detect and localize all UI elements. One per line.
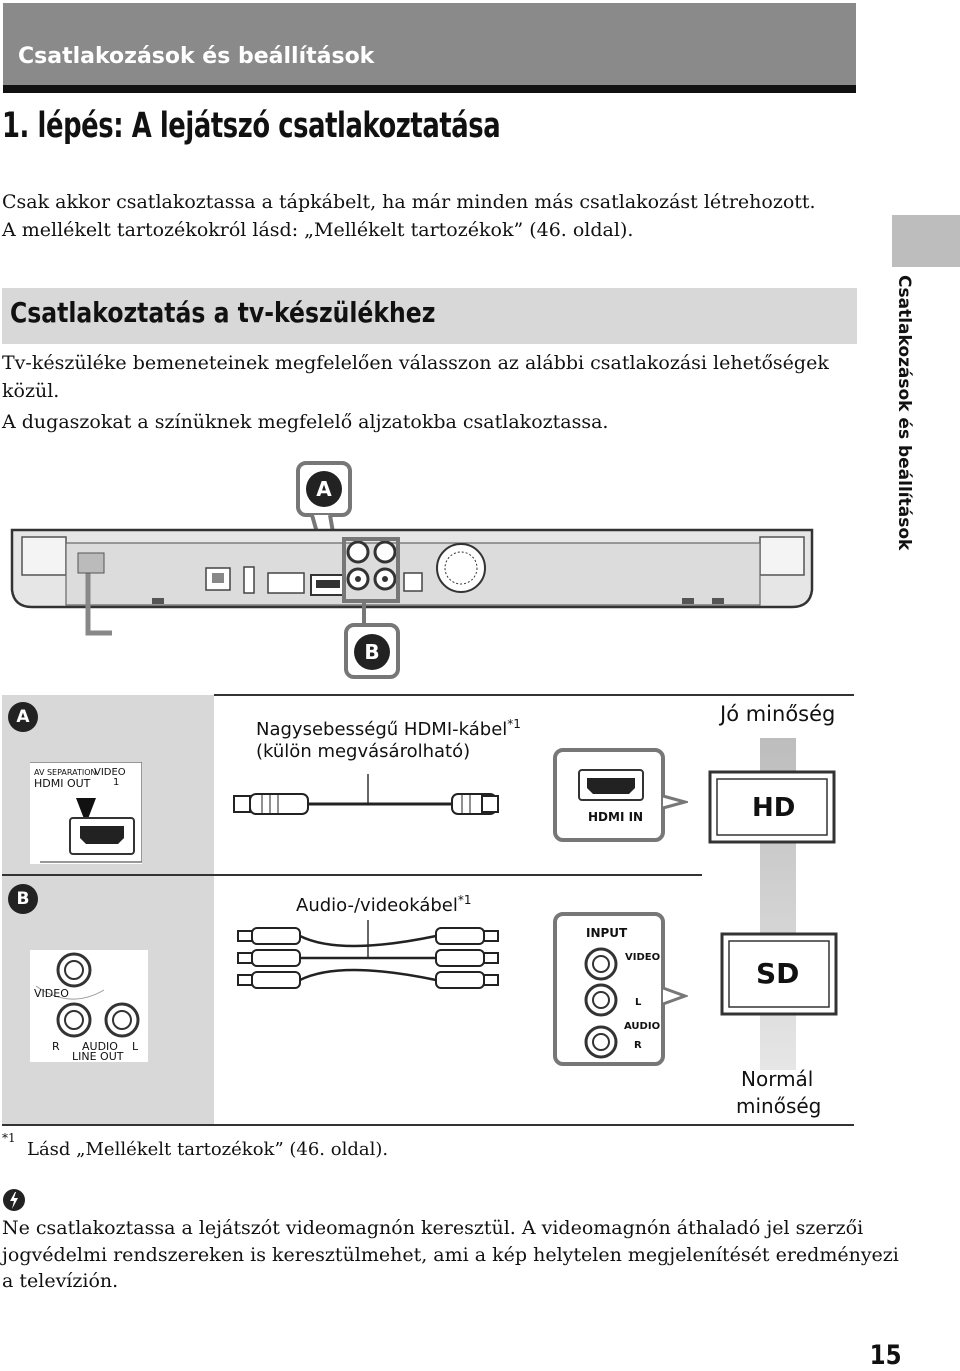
tv-hd-illustration (708, 770, 836, 844)
note-line-2: jogvédelmi rendszereken is keresztülmehe… (2, 1244, 899, 1266)
tv-l-label: L (635, 997, 642, 1008)
caution-icon (3, 1189, 25, 1211)
row-a-cable-note: (külön megvásárolható) (256, 741, 471, 762)
intro-line-2: A mellékelt tartozékokról lásd: „Melléke… (2, 219, 634, 241)
footnote-text: Lásd „Mellékelt tartozékok” (46. oldal). (27, 1139, 389, 1160)
intro-line-1: Csak akkor csatlakoztassa a tápkábelt, h… (2, 191, 816, 213)
tv-hdmi-port-label: HDMI IN (588, 810, 644, 824)
row-b-player-video-label: VIDEO (34, 987, 69, 1000)
row-a-port-label-av: AV SEPARATION (34, 768, 97, 777)
subsection-para-1-line-1: Tv-készüléke bemeneteinek megfelelően vá… (2, 352, 829, 374)
row-a-cable-label: Nagysebességű HDMI-kábel*1 (256, 717, 521, 740)
footnote-mark: *1 (2, 1131, 16, 1145)
tv-input-label: INPUT (586, 926, 628, 940)
tv-sd-badge: SD (756, 957, 800, 990)
row-b-badge: B (8, 884, 38, 914)
hdmi-cable-illustration (233, 774, 499, 815)
row-a-cable-sup: *1 (507, 717, 521, 731)
player-rear-panel-illustration (10, 461, 814, 679)
subsection-title: Csatlakoztatás a tv-készülékhez (10, 296, 436, 329)
table-middle-rule (2, 874, 702, 876)
subsection-para-2: A dugaszokat a színüknek megfelelő aljza… (2, 411, 609, 433)
row-b-cable-label: Audio-/videokábel*1 (296, 893, 472, 916)
callout-b-badge: B (354, 634, 390, 670)
tv-audio-label: AUDIO (624, 1021, 661, 1032)
table-bottom-rule (2, 1124, 854, 1126)
side-tab-marker (892, 215, 960, 267)
side-tab-text: Csatlakozások és beállítások (894, 275, 914, 551)
subsection-para-1-line-2: közül. (2, 380, 60, 402)
row-b-player-r-label: R (52, 1040, 60, 1053)
quality-label-normal-2: minőség (736, 1094, 822, 1118)
subsection-bar (2, 288, 857, 344)
side-tab-label: Csatlakozások és beállítások (880, 275, 930, 550)
row-a-badge: A (8, 702, 38, 732)
callout-a-badge: A (306, 471, 342, 507)
row-b-player-jacks-illustration (30, 950, 148, 1062)
row-a-port-label-hdmi: HDMI OUT (34, 777, 91, 790)
row-a-player-port-illustration (30, 762, 142, 864)
row-b-player-l-label: L (132, 1040, 139, 1053)
header-section-title: Csatlakozások és beállítások (18, 44, 375, 69)
row-b-player-audio-label: AUDIO (82, 1040, 118, 1053)
row-b-cable-sup: *1 (457, 893, 472, 907)
tv-video-label: VIDEO (625, 952, 661, 963)
row-a-port-label-1: 1 (113, 777, 120, 788)
table-top-rule (214, 694, 854, 696)
header-bar (3, 3, 856, 93)
tv-av-input-illustration (553, 912, 688, 1066)
page-number: 15 (870, 1340, 902, 1371)
row-a-port-label-video: VIDEO (94, 767, 126, 778)
quality-label-good: Jó minőség (720, 702, 836, 726)
row-a-cable-name: Nagysebességű HDMI-kábel (256, 719, 508, 740)
note-line-1: Ne csatlakoztassa a lejátszót videomagnó… (2, 1217, 864, 1239)
row-b-cable-name: Audio-/videokábel (296, 895, 458, 916)
tv-hdmi-port-illustration (553, 748, 688, 842)
row-b-player-lineout-label: LINE OUT (72, 1050, 124, 1063)
tv-hd-badge: HD (752, 793, 796, 823)
tv-sd-illustration (720, 932, 838, 1016)
av-cable-illustration (237, 920, 499, 989)
page-heading: 1. lépés: A lejátszó csatlakoztatása (2, 106, 501, 146)
note-line-3: a televízión. (2, 1270, 119, 1292)
tv-r-label: R (634, 1040, 642, 1051)
quality-label-normal-1: Normál (741, 1067, 814, 1091)
